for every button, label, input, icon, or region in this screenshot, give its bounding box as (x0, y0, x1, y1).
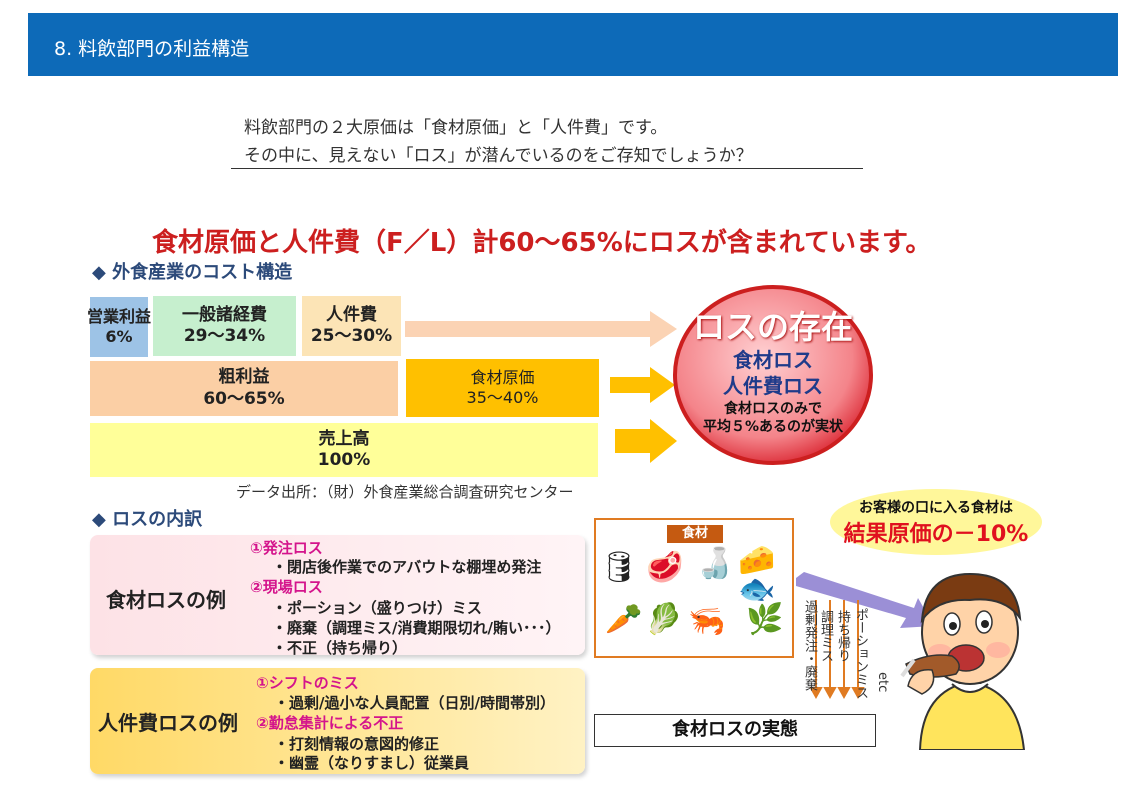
arrow-label-cooking: 調理ミス (818, 610, 833, 662)
ingredients-label: 食材 (667, 525, 723, 543)
labor-loss-line-2: ・打刻情報の意図的修正 (274, 735, 440, 753)
loss-circle-line-2: 人件費ロス (723, 374, 823, 398)
loss-circle-line-4: 平均５%あるのが実状 (702, 419, 844, 435)
operating-profit-label: 営業利益 (87, 307, 152, 326)
loss-down-arrows (809, 600, 865, 700)
customer-note-bubble (830, 489, 1042, 555)
labor-loss-line-3: ・幽霊（なりすまし）従業員 (274, 754, 470, 772)
barrels-icon: 🛢 (600, 550, 639, 585)
gross-profit-box: 粗利益 60～65% (90, 361, 398, 416)
customer-note-line-1: お客様の口に入る食材は (859, 500, 1013, 516)
diagram-arrow (796, 572, 934, 628)
gross-profit-value: 60～65% (203, 388, 285, 409)
operating-profit-value: 6% (105, 327, 133, 346)
food-loss-panel (90, 535, 585, 655)
headline: 食材原価と人件費（F／L）計60～65%にロスが含まれています。 (152, 228, 932, 258)
food-loss-title: 食材ロスの例 (106, 588, 226, 612)
sales-arrow (615, 419, 677, 463)
ingredients-box (594, 518, 794, 658)
intro-line-2: その中に、見えない「ロス」が潜んでいるのをご存知でしょうか？ (244, 146, 753, 166)
sales-label: 売上高 (318, 428, 370, 449)
labor-arrow (405, 311, 677, 347)
cost-arrows (405, 311, 677, 463)
spinach-icon: 🌿 (746, 602, 784, 637)
food-loss-line-2: ・ポーション（盛りつけ）ミス (272, 599, 482, 617)
labor-cost-box: 人件費 25～30% (302, 296, 401, 356)
labor-loss-sub-2: ②勤怠集計による不正 (256, 714, 404, 732)
food-cost-value: 35～40% (466, 388, 539, 407)
arrow-label-takeout: 持ち帰り (835, 610, 850, 662)
general-expenses-label: 一般諸経費 (182, 304, 267, 325)
food-cost-box: 食材原価 35～40% (406, 359, 599, 417)
cheese-icon: 🧀 (738, 543, 776, 578)
data-source-note: データ出所：（財）外食産業総合調査研究センター (236, 483, 574, 501)
carrot-icon: 🥕 (605, 602, 643, 637)
fish-icon: 🐟 (738, 572, 776, 607)
page-title: 8. 料飲部門の利益構造 (54, 38, 250, 60)
general-expenses-box: 一般諸経費 29～34% (153, 296, 296, 356)
food-loss-line-4: ・不正（持ち帰り） (272, 639, 408, 657)
header-bar (28, 13, 1118, 76)
labor-cost-value: 25～30% (310, 326, 393, 346)
labor-loss-sub-1: ①シフトのミス (256, 674, 359, 692)
shrimp-icon: 🦐 (688, 604, 726, 639)
customer-note-line-2: 結果原価の－10% (843, 522, 1029, 547)
intro-underline (231, 168, 863, 169)
loss-circle-shape (673, 285, 873, 465)
loss-circle-line-1: 食材ロス (733, 348, 813, 372)
child-eating-icon (900, 572, 1026, 750)
sales-value: 100% (317, 450, 371, 470)
sales-box: 売上高 100% (90, 423, 598, 477)
bottle-icon: 🍶 (696, 546, 734, 581)
loss-circle-line-3: 食材ロスのみで (724, 401, 822, 417)
labor-loss-title: 人件費ロスの例 (98, 711, 238, 735)
cabbage-icon: 🥬 (645, 602, 683, 637)
loss-section-title: ◆ ロスの内訳 (92, 509, 203, 530)
loss-circle-title: ロスの存在 (692, 308, 853, 346)
food-loss-line-1: ・閉店後作業でのアバウトな棚埋め発注 (272, 558, 542, 576)
food-cost-label: 食材原価 (470, 368, 535, 387)
general-expenses-value: 29～34% (183, 326, 266, 346)
labor-loss-panel (90, 668, 585, 774)
arrow-label-etc: etc (875, 672, 890, 693)
meat-icon: 🥩 (646, 550, 684, 585)
food-loss-sub-1: ①発注ロス (250, 539, 323, 557)
arrow-label-overorder: 過剰発注・廃棄 (802, 600, 817, 691)
food-loss-line-3: ・廃棄（調理ミス/消費期限切れ/賄い･･･） (272, 619, 561, 637)
arrow-label-portion: ポーションミス (853, 608, 868, 699)
intro-line-1: 料飲部門の２大原価は「食材原価」と「人件費」です。 (244, 118, 668, 138)
labor-cost-label: 人件費 (326, 304, 377, 325)
operating-profit-box: 営業利益 6% (87, 297, 152, 357)
food-loss-sub-2: ②現場ロス (250, 578, 323, 596)
gross-profit-label: 粗利益 (218, 367, 270, 388)
food-loss-caption: 食材ロスの実態 (594, 714, 876, 747)
cost-section-title: ◆ 外食産業のコスト構造 (92, 262, 293, 283)
food-cost-arrow (610, 367, 675, 403)
labor-loss-line-1: ・過剰/過小な人員配置（日別/時間帯別） (274, 694, 555, 712)
